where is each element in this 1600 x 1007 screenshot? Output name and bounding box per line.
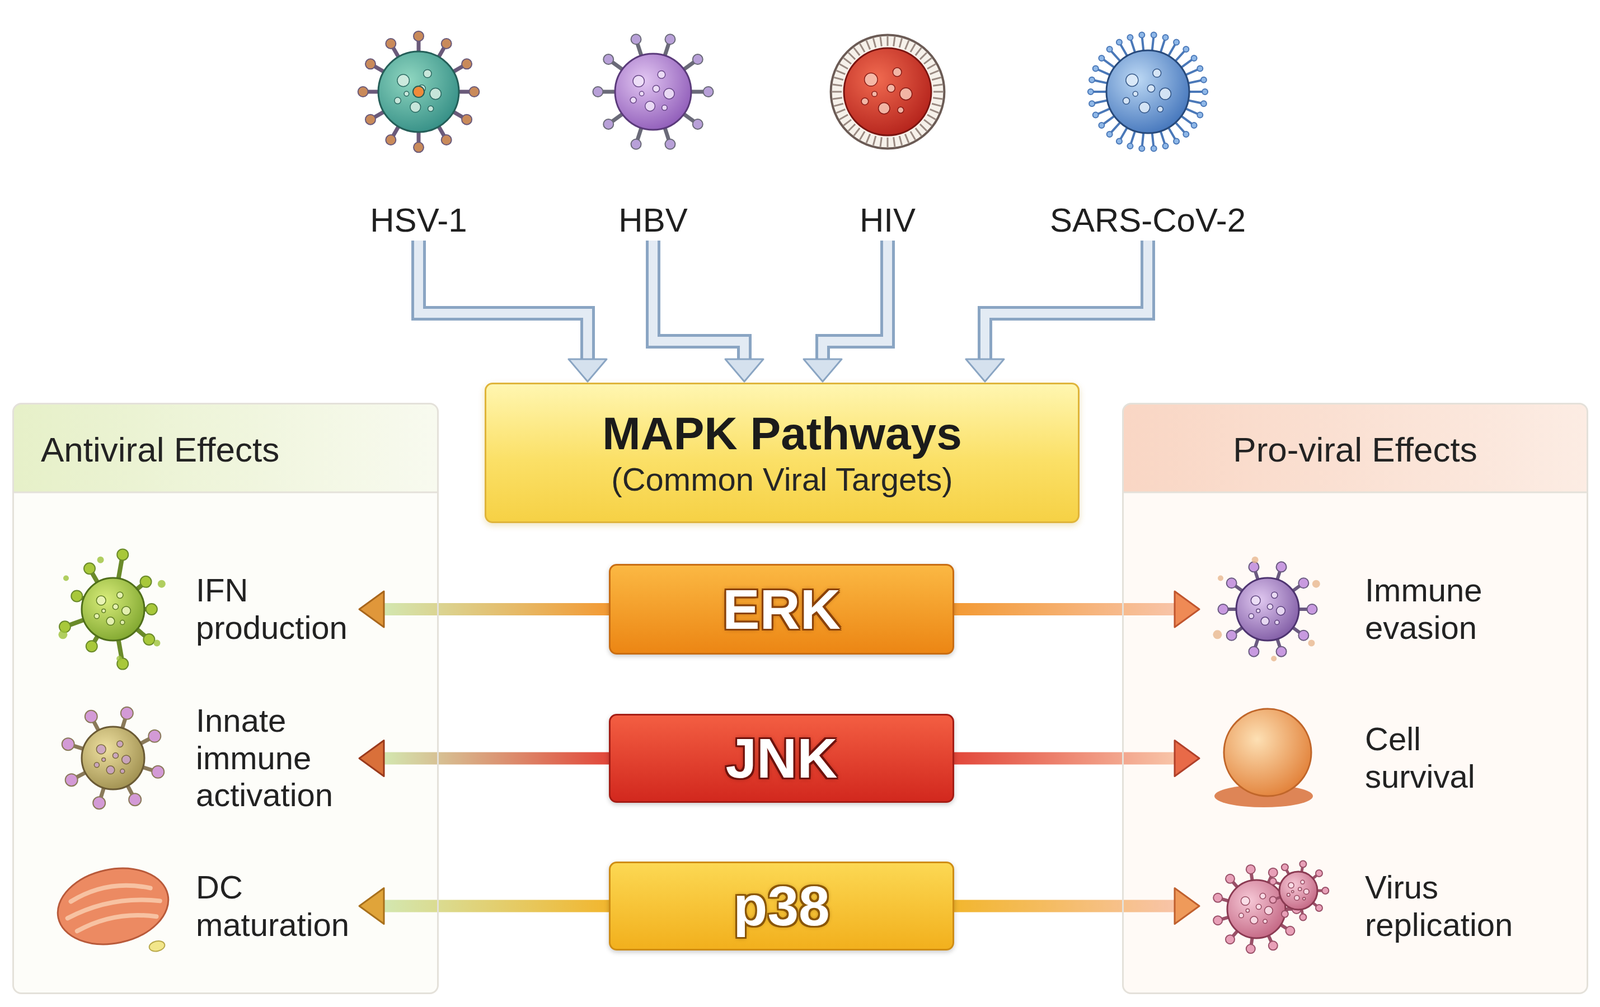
ifn-icon bbox=[58, 549, 166, 670]
effect-label: Innate immune activation bbox=[195, 702, 359, 815]
kinase-box: p38 bbox=[608, 861, 955, 951]
kinase-label: ERK bbox=[722, 577, 841, 642]
connector-arrow bbox=[383, 906, 609, 907]
effect-label: DC maturation bbox=[195, 869, 359, 944]
pathway-box: MAPK Pathways(Common Viral Targets) bbox=[484, 382, 1080, 524]
effect-item: Innate immune activation bbox=[45, 696, 359, 820]
effect-item: DC maturation bbox=[45, 845, 359, 969]
connector-arrow bbox=[418, 240, 588, 360]
kinase-label: p38 bbox=[733, 874, 830, 939]
connector-arrow bbox=[383, 758, 609, 759]
connector-arrow bbox=[954, 906, 1175, 907]
panel-heading: Pro-viral Effects bbox=[1123, 404, 1587, 495]
evasion-icon bbox=[1212, 556, 1320, 662]
virus-label: SARS-CoV-2 bbox=[1049, 200, 1246, 241]
connector-arrow bbox=[822, 240, 888, 360]
effect-label: IFN production bbox=[195, 571, 359, 647]
hsv1-virus bbox=[358, 31, 480, 153]
hiv-envelope bbox=[831, 35, 945, 149]
virus-label: HIV bbox=[859, 200, 916, 241]
hbv-virus bbox=[592, 34, 713, 150]
effect-item: Immune evasion bbox=[1200, 547, 1528, 672]
sars-cov-2-virus bbox=[1087, 31, 1208, 152]
kinase-box: ERK bbox=[608, 564, 955, 655]
effect-label: Immune evasion bbox=[1364, 571, 1528, 647]
effect-item: Virus replication bbox=[1200, 845, 1528, 969]
virus-label: HBV bbox=[618, 200, 688, 241]
connector-arrow bbox=[954, 609, 1175, 611]
connector-arrow bbox=[954, 758, 1175, 759]
innate-icon bbox=[62, 707, 164, 810]
effect-item: IFN production bbox=[45, 547, 359, 672]
panel-ground bbox=[12, 402, 439, 995]
box-title: MAPK Pathways bbox=[602, 407, 963, 461]
connector-arrow bbox=[383, 609, 609, 611]
kinase-box: JNK bbox=[608, 714, 955, 804]
effects-panel: Antiviral EffectsIFN productionInnate im… bbox=[12, 402, 439, 995]
panel-heading: Antiviral Effects bbox=[13, 404, 438, 495]
effect-item: Cell survival bbox=[1200, 696, 1528, 820]
effect-label: Virus replication bbox=[1364, 869, 1528, 944]
cell-icon bbox=[1214, 709, 1313, 808]
virus-node: HSV-1 bbox=[334, 22, 503, 241]
replication-icon-b bbox=[1269, 860, 1330, 921]
panel-ground bbox=[1122, 402, 1589, 995]
virus-node: SARS-CoV-2 bbox=[1019, 22, 1277, 241]
connector-arrow bbox=[653, 240, 745, 360]
connector-arrow bbox=[984, 240, 1148, 360]
effect-label: Cell survival bbox=[1364, 720, 1528, 796]
virus-label: HSV-1 bbox=[369, 200, 467, 241]
effects-panel: Pro-viral EffectsImmune evasionCell surv… bbox=[1122, 402, 1589, 995]
virus-node: HBV bbox=[569, 22, 738, 241]
hiv-virus bbox=[843, 48, 932, 136]
virus-node: HIV bbox=[803, 22, 972, 241]
box-subtitle: (Common Viral Targets) bbox=[611, 460, 953, 500]
kinase-label: JNK bbox=[725, 726, 838, 791]
dc-icon bbox=[50, 859, 179, 971]
